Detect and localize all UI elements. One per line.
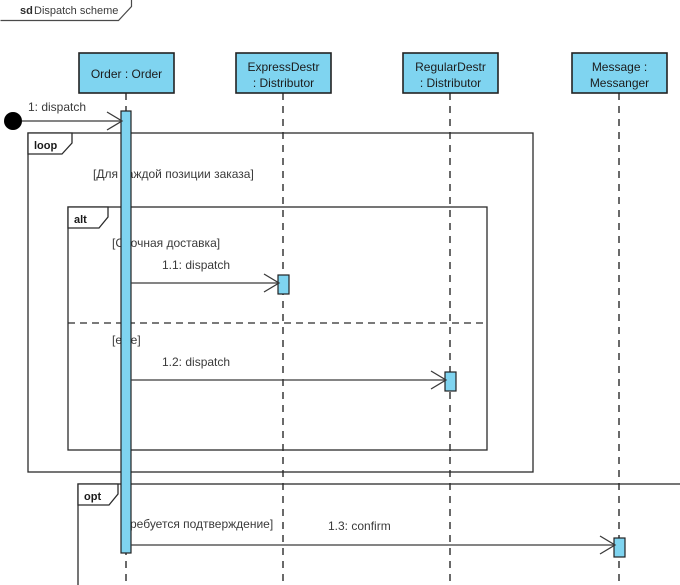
lifeline-head-express-label-2: : Distributor bbox=[253, 76, 314, 90]
fragment-alt-operator: alt bbox=[74, 214, 87, 226]
diagram-kind-keyword: sd bbox=[20, 5, 33, 17]
fragment-alt: alt [Срочная доставка] [else] bbox=[67, 206, 488, 451]
lifeline-head-regular-label-2: : Distributor bbox=[420, 76, 481, 90]
activation-order bbox=[120, 110, 132, 554]
fragment-alt-guard-1: [Срочная доставка] bbox=[112, 236, 220, 250]
lifeline-head-express[interactable]: ExpressDestr : Distributor bbox=[235, 52, 332, 94]
message-13-label: 1.3: confirm bbox=[328, 519, 391, 533]
lifeline-head-regular-box[interactable] bbox=[402, 52, 499, 94]
message-1-label: 1: dispatch bbox=[28, 100, 86, 114]
lifeline-head-order[interactable]: Order : Order bbox=[78, 52, 175, 94]
activation-express bbox=[277, 274, 290, 295]
message-12-dispatch: 1.2: dispatch bbox=[131, 355, 448, 390]
lifeline-head-messenger-label-1: Message : bbox=[592, 60, 647, 74]
activation-regular bbox=[444, 371, 457, 392]
lifeline-head-messenger[interactable]: Message : Messanger bbox=[571, 52, 668, 94]
fragment-loop-operator: loop bbox=[34, 140, 57, 152]
fragment-alt-border bbox=[67, 206, 488, 451]
fragment-loop-tab bbox=[27, 132, 73, 155]
lifeline-head-order-label-1: Order : Order bbox=[91, 67, 162, 81]
message-11-dispatch: 1.1: dispatch bbox=[131, 258, 281, 293]
message-1-dispatch: 1: dispatch bbox=[4, 100, 124, 131]
message-11-label: 1.1: dispatch bbox=[162, 258, 230, 272]
fragment-alt-tab bbox=[67, 206, 109, 229]
fragment-opt: opt [Требуется подтверждение] bbox=[77, 483, 680, 585]
lifeline-head-express-box[interactable] bbox=[235, 52, 332, 94]
message-13-confirm: 1.3: confirm bbox=[131, 519, 617, 555]
lifeline-head-messenger-box[interactable] bbox=[571, 52, 668, 94]
lifeline-head-regular-label-1: RegularDestr bbox=[415, 60, 486, 74]
message-12-label: 1.2: dispatch bbox=[162, 355, 230, 369]
message-13-arrowhead bbox=[599, 535, 617, 555]
page-title: Dispatch scheme bbox=[34, 5, 118, 17]
fragment-opt-guard: [Требуется подтверждение] bbox=[120, 517, 273, 531]
fragment-opt-border bbox=[77, 483, 680, 585]
message-12-arrowhead bbox=[430, 370, 448, 390]
activation-messenger bbox=[613, 537, 626, 558]
diagram-title-frame: sd Dispatch scheme bbox=[0, 0, 133, 22]
fragment-opt-tab bbox=[77, 483, 119, 506]
lifeline-head-order-box[interactable] bbox=[78, 52, 175, 94]
fragment-loop-border bbox=[27, 132, 534, 473]
lifeline-head-express-label-1: ExpressDestr bbox=[247, 60, 319, 74]
fragment-loop-guard: [Для каждой позиции заказа] bbox=[93, 167, 254, 181]
found-message-start-dot bbox=[4, 112, 22, 130]
message-1-arrowhead bbox=[106, 111, 124, 131]
fragment-loop: loop [Для каждой позиции заказа] bbox=[27, 132, 534, 473]
activation-bars bbox=[120, 110, 626, 558]
lifeline-head-regular[interactable]: RegularDestr : Distributor bbox=[402, 52, 499, 94]
lifeline-head-messenger-label-2: Messanger bbox=[590, 76, 649, 90]
fragment-opt-operator: opt bbox=[84, 491, 101, 503]
message-11-arrowhead bbox=[263, 273, 281, 293]
